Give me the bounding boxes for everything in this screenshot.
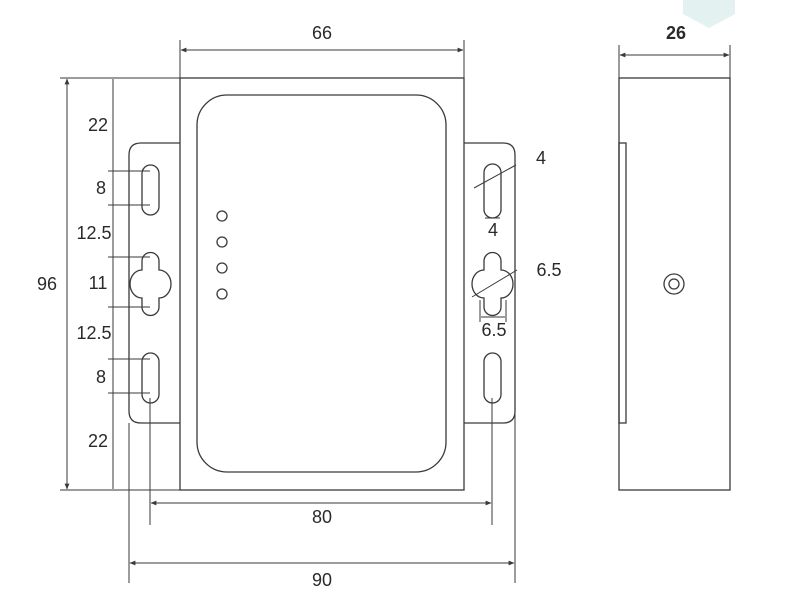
led-icon bbox=[216, 210, 228, 222]
depth-26-label: 26 bbox=[666, 23, 686, 43]
front-view bbox=[128, 77, 516, 491]
keyhole-width-label: 6.5 bbox=[481, 320, 506, 340]
mounting-slot bbox=[483, 163, 502, 219]
side-view: 26 bbox=[618, 23, 731, 491]
chain-label: 22 bbox=[88, 115, 108, 135]
chain-label: 22 bbox=[88, 431, 108, 451]
left-flange bbox=[128, 142, 180, 424]
side-flange bbox=[618, 142, 627, 424]
right-flange bbox=[464, 142, 516, 424]
mounting-slot bbox=[141, 164, 160, 216]
enclosure-body bbox=[179, 77, 465, 491]
led-icon bbox=[216, 262, 228, 274]
keyhole-diag-label: 6.5 bbox=[536, 260, 561, 280]
width-66-label: 66 bbox=[312, 23, 332, 43]
side-body bbox=[618, 77, 731, 491]
overall-90-label: 90 bbox=[312, 570, 332, 590]
mounting-slot bbox=[483, 352, 502, 404]
connector-pin-icon bbox=[668, 278, 680, 290]
led-indicators bbox=[216, 210, 228, 300]
slot-diag-label: 4 bbox=[536, 148, 546, 168]
front-panel bbox=[196, 94, 447, 473]
keyhole-slot bbox=[129, 251, 172, 317]
slot-width-label: 4 bbox=[488, 220, 498, 240]
dimensions: 66 96 22 8 12.5 11 12.5 8 22 80 90 4 4 6… bbox=[37, 23, 562, 590]
led-icon bbox=[216, 288, 228, 300]
mounting-slot bbox=[141, 352, 160, 404]
keyhole-slot bbox=[471, 251, 514, 317]
watermark-hexagon bbox=[683, 0, 735, 28]
chain-label: 12.5 bbox=[76, 223, 111, 243]
led-icon bbox=[216, 236, 228, 248]
chain-label: 12.5 bbox=[76, 323, 111, 343]
chain-label: 8 bbox=[96, 367, 106, 387]
connector-icon bbox=[663, 273, 685, 295]
spacing-80-label: 80 bbox=[312, 507, 332, 527]
height-96-label: 96 bbox=[37, 274, 57, 294]
chain-label: 11 bbox=[89, 273, 108, 293]
chain-label: 8 bbox=[96, 178, 106, 198]
